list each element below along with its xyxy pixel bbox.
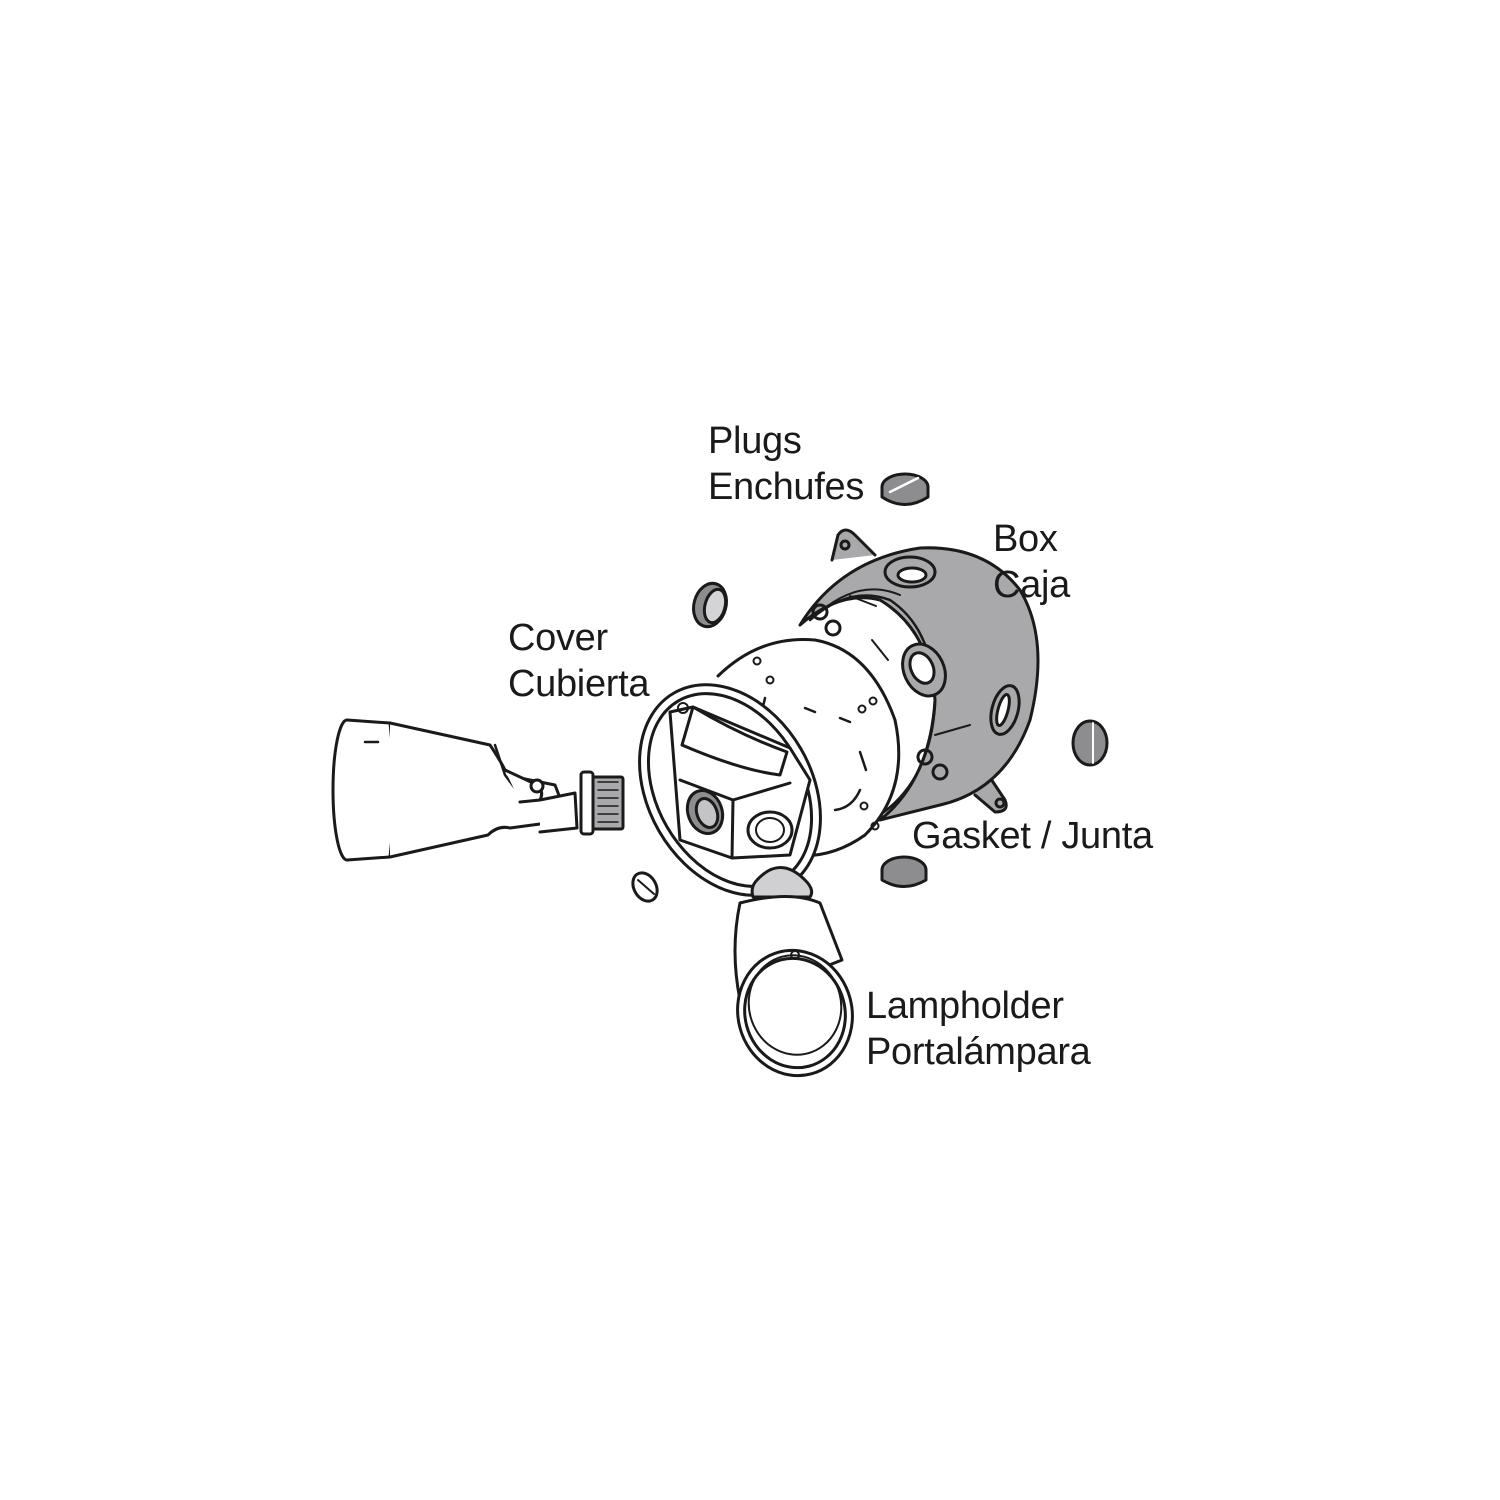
cover-label-en: Cover — [508, 617, 608, 659]
plug-bottom-right — [880, 855, 928, 888]
cover-label-es: Cubierta — [508, 663, 650, 705]
plug-bottom-left — [631, 871, 659, 903]
plug-top — [880, 472, 930, 506]
cover-illustration — [638, 683, 822, 897]
plugs-label: Plugs Enchufes — [708, 418, 864, 510]
cover-label: Cover Cubierta — [508, 615, 650, 707]
lampholder-label-es: Portalámpara — [866, 1031, 1091, 1073]
box-label: Box Caja — [993, 516, 1070, 608]
lampholder-label-en: Lampholder — [866, 985, 1064, 1027]
gasket-label: Gasket / Junta — [912, 813, 1153, 859]
lampholder-bottom-illustration — [733, 866, 854, 1078]
lampholder-left-illustration — [331, 718, 625, 862]
plugs-label-es: Enchufes — [708, 466, 865, 508]
plug-right — [1071, 719, 1109, 767]
box-label-en: Box — [993, 518, 1058, 560]
box-label-es: Caja — [993, 564, 1070, 606]
plug-left — [692, 581, 728, 629]
lampholder-label: Lampholder Portalámpara — [866, 983, 1091, 1075]
box-illustration — [798, 528, 1040, 822]
plugs-label-en: Plugs — [708, 420, 802, 462]
gasket-label-text: Gasket / Junta — [912, 815, 1153, 857]
